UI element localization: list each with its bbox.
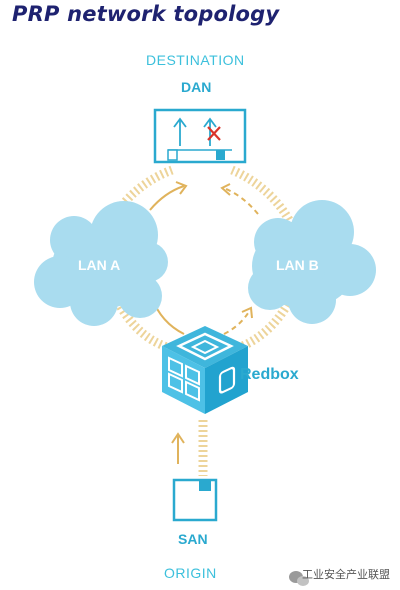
destination-caption: DESTINATION bbox=[146, 52, 245, 68]
lan-b-label: LAN B bbox=[276, 257, 319, 273]
watermark-text: 工业安全产业联盟 bbox=[302, 569, 390, 581]
lan-b-cloud bbox=[248, 200, 376, 324]
arrow-lan-b-to-dan bbox=[223, 187, 259, 215]
lan-a-cloud bbox=[34, 201, 168, 326]
diagram-title: PRP network topology bbox=[12, 2, 280, 26]
redbox-label: Redbox bbox=[240, 366, 299, 383]
arrow-redbox-to-lan-b bbox=[223, 309, 251, 335]
error-cross-icon bbox=[207, 126, 221, 141]
watermark: 工业安全产业联盟 bbox=[302, 566, 390, 582]
dan-label: DAN bbox=[181, 79, 212, 95]
redbox-port-grid bbox=[168, 356, 200, 402]
san-device bbox=[172, 478, 218, 522]
lan-a-label: LAN A bbox=[78, 257, 121, 273]
wechat-icon bbox=[289, 571, 309, 586]
link-dan-lan-b bbox=[230, 165, 297, 228]
arrow-lan-a-to-dan bbox=[149, 185, 185, 211]
san-label: SAN bbox=[178, 531, 208, 547]
redbox-cube bbox=[162, 326, 248, 414]
origin-caption: ORIGIN bbox=[164, 565, 217, 581]
dan-device bbox=[153, 108, 247, 164]
